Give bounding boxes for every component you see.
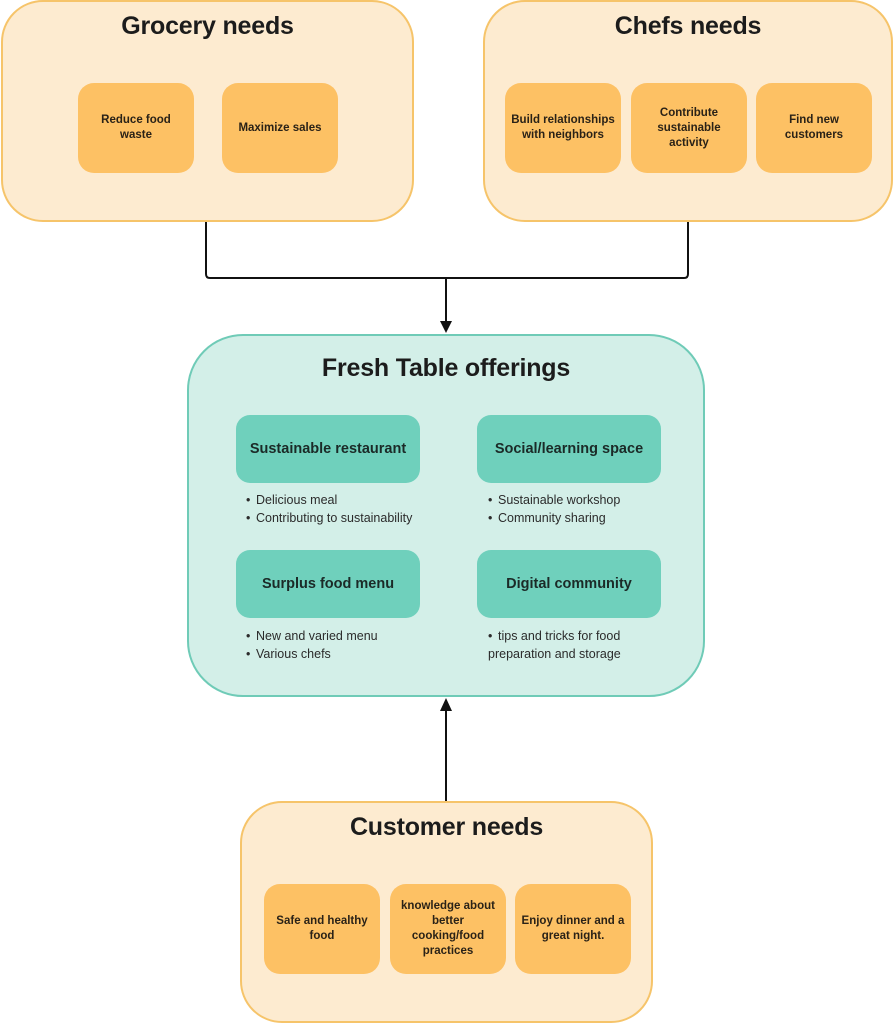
bullet-item: •New and varied menu [246,629,378,643]
offering-card-social-learning-space: Social/learning space [477,415,661,483]
offering-card-sustainable-restaurant: Sustainable restaurant [236,415,420,483]
grocery-needs-title: Grocery needs [121,12,294,40]
chefs-need-label: Contribute sustainable activity [657,106,721,149]
chefs-need-card: Build relationships with neighbors [505,83,621,173]
chefs-need-card: Find new customers [756,83,872,173]
offering-label: Social/learning space [494,441,644,457]
offering-bullets: •tips and tricks for food preparation an… [488,627,621,663]
customer-need-label: knowledge about better cooking/food prac… [401,900,495,957]
grocery-need-card: Reduce food waste [78,83,194,173]
bullet-item: •Contributing to sustainability [246,511,413,525]
arrowhead-up-icon [440,698,452,711]
arrowhead-down-icon [440,321,452,333]
grocery-needs-group: Grocery needs Reduce food waste Maximize… [1,0,414,222]
offering-card-digital-community: Digital community [477,550,661,618]
chefs-need-card: Contribute sustainable activity [631,83,747,173]
connector-grocery-chefs-to-offerings [205,222,689,279]
customer-needs-title: Customer needs [349,813,544,841]
grocery-need-label: Maximize sales [238,121,322,134]
customer-need-card: knowledge about better cooking/food prac… [390,884,506,974]
chefs-need-label: Find new customers [784,114,844,141]
customer-need-card: Safe and healthy food [264,884,380,974]
fresh-table-offerings-group: Fresh Table offerings Sustainable restau… [187,334,705,697]
offering-bullets: •New and varied menu •Various chefs [246,627,378,663]
grocery-need-label: Reduce food waste [101,114,171,141]
offering-label: Surplus food menu [261,576,395,592]
bullet-item: •Community sharing [488,511,606,525]
bullet-item: preparation and storage [488,647,621,661]
offering-card-surplus-food-menu: Surplus food menu [236,550,420,618]
offering-bullets: •Delicious meal •Contributing to sustain… [246,491,412,527]
customer-need-card: Enjoy dinner and a great night. [515,884,631,974]
bullet-item: •Various chefs [246,647,331,661]
customer-need-label: Safe and healthy food [276,915,368,942]
offering-bullets: •Sustainable workshop •Community sharing [488,491,620,527]
offerings-title: Fresh Table offerings [321,354,571,382]
offering-label: Digital community [506,576,632,592]
customer-need-label: Enjoy dinner and a great night. [521,915,625,942]
customer-needs-group: Customer needs Safe and healthy food kno… [240,801,653,1023]
bullet-item: •Delicious meal [246,493,338,507]
offering-label: Sustainable restaurant [249,441,407,457]
bullet-item: •Sustainable workshop [488,493,621,507]
chefs-need-label: Build relationships with neighbors [511,114,615,141]
bullet-item: •tips and tricks for food [488,629,621,643]
chefs-needs-group: Chefs needs Build relationships with nei… [483,0,893,222]
chefs-needs-title: Chefs needs [614,12,762,40]
grocery-need-card: Maximize sales [222,83,338,173]
